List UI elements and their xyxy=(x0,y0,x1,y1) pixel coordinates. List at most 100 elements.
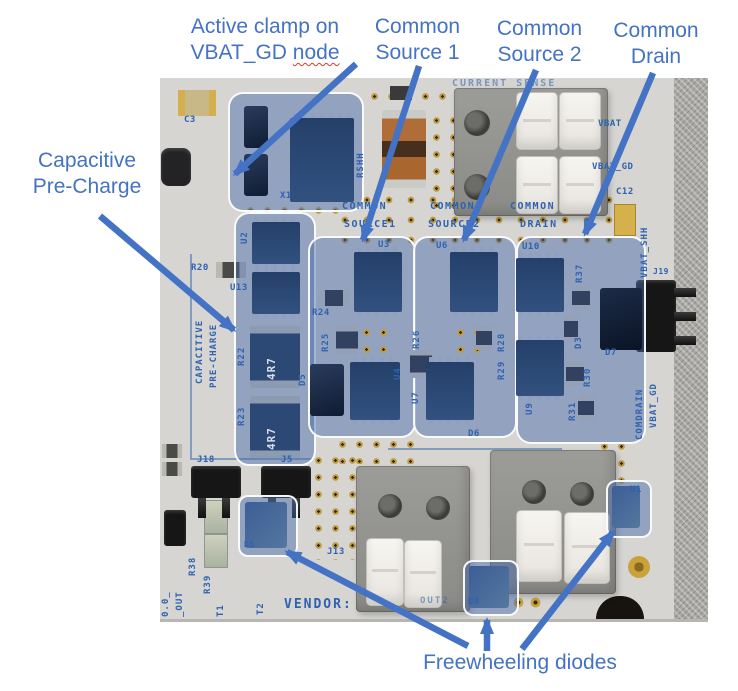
terminal-lever xyxy=(564,512,610,584)
label-capacitive-precharge: Capacitive Pre-Charge xyxy=(4,148,170,200)
silkscreen-j18: J18 xyxy=(197,455,215,465)
silkscreen-r22: R22 xyxy=(237,346,247,366)
silkscreen-0-0: 0.0_ xyxy=(161,591,171,617)
silkscreen-u1: U1 xyxy=(630,485,642,495)
label-active-clamp-node: node xyxy=(292,41,340,64)
silkscreen-u2: U2 xyxy=(240,231,250,244)
small-component xyxy=(162,444,182,458)
terminal-screw xyxy=(464,110,490,136)
silkscreen-d8: D8 xyxy=(468,597,480,607)
label-cs2-line2: Source 2 xyxy=(497,43,582,66)
terminal-lever xyxy=(516,510,562,582)
silkscreen-line xyxy=(388,448,562,450)
silkscreen-t2: T2 xyxy=(256,602,266,615)
silkscreen-c12: C12 xyxy=(616,187,634,197)
silkscreen-out2: OUT2 xyxy=(420,596,450,606)
silkscreen-common-3: COMMON xyxy=(510,201,556,212)
silkscreen-vendor: VENDOR: xyxy=(284,597,353,612)
label-cs1-line2: Source 1 xyxy=(375,41,460,64)
terminal-lever xyxy=(516,92,558,150)
sot-component xyxy=(164,510,186,546)
label-precharge-line2: Pre-Charge xyxy=(32,175,142,198)
ic-u6 xyxy=(450,247,498,317)
resistor-r28-r29 xyxy=(476,326,492,350)
capacitor-left-edge xyxy=(161,148,191,186)
silkscreen-r30: R30 xyxy=(583,367,593,387)
pin-header-j5 xyxy=(261,466,311,498)
silkscreen-r28: R28 xyxy=(497,332,507,352)
label-freewheeling-text: Freewheeling diodes xyxy=(423,651,617,674)
diode xyxy=(244,154,268,196)
silkscreen-u9: U9 xyxy=(525,402,535,415)
diode-d5-cs1 xyxy=(310,364,344,416)
resistor-r24 xyxy=(318,290,350,306)
label-active-clamp-line1: Active clamp on xyxy=(190,15,340,38)
ic-u7 xyxy=(426,357,474,425)
silkscreen-r29: R29 xyxy=(497,360,507,380)
silkscreen-rshh: RSHH xyxy=(356,152,366,178)
silkscreen-drain: DRAIN xyxy=(520,219,558,230)
silkscreen-d6: D6 xyxy=(468,429,480,439)
label-common-drain: Common Drain xyxy=(600,18,712,70)
terminal-screw xyxy=(464,174,490,200)
small-component xyxy=(162,462,182,476)
silkscreen-u4: U4 xyxy=(393,367,403,380)
silkscreen-vbat-shh: VBAT_SHH xyxy=(640,226,650,278)
terminal-screw xyxy=(426,496,450,520)
diode-d3 xyxy=(564,316,578,342)
silkscreen-source2: SOURCE2 xyxy=(428,219,481,230)
silkscreen-c3: C3 xyxy=(184,115,196,125)
via-grid xyxy=(358,324,392,358)
silkscreen-r20: R20 xyxy=(191,263,209,273)
silkscreen-r23: R23 xyxy=(237,406,247,426)
silkscreen-r31: R31 xyxy=(568,401,578,421)
ic-u9 xyxy=(516,335,564,401)
freewheeling-diode-left xyxy=(245,502,287,548)
silkscreen-common-1: COMMON xyxy=(342,201,388,212)
silkscreen-outline xyxy=(190,254,312,460)
resistor-value-r23: 4R7 xyxy=(265,427,278,450)
resistor-value-r22: 4R7 xyxy=(265,357,278,380)
resistor-r22 xyxy=(250,326,300,388)
silkscreen-d5-diode: D5 xyxy=(244,540,255,549)
silkscreen-j5: J5 xyxy=(281,455,293,465)
silkscreen-u3: U3 xyxy=(378,240,390,250)
header-leg xyxy=(198,498,206,518)
gold-pad-round xyxy=(628,556,650,578)
resistor-r23 xyxy=(250,396,300,458)
label-active-clamp-line2: VBAT_GD xyxy=(190,41,293,64)
capacitor-c3 xyxy=(178,90,216,116)
freewheeling-diode-right xyxy=(612,486,640,528)
silkscreen-d3: D3 xyxy=(574,336,584,349)
silkscreen-t1: T1 xyxy=(216,604,226,617)
header-pin xyxy=(674,336,696,345)
via-grid xyxy=(334,436,422,464)
resistor-r30 xyxy=(566,362,584,386)
resistor-r25 xyxy=(336,326,358,354)
silkscreen-vbat-gd-2: VBAT_GD xyxy=(649,383,659,428)
label-freewheeling-diodes: Freewheeling diodes xyxy=(390,650,650,676)
pin-header-j18 xyxy=(191,466,241,498)
ic-u13 xyxy=(252,267,300,319)
silkscreen-pre-charge: PRE-CHARGE xyxy=(209,323,219,388)
terminal-screw xyxy=(378,494,402,518)
silkscreen-source1: SOURCE1 xyxy=(344,219,397,230)
silkscreen-u7: U7 xyxy=(411,391,421,404)
label-cd-line2: Drain xyxy=(630,45,682,68)
resistor-r37 xyxy=(572,286,590,310)
silkscreen-x1: X1 xyxy=(280,191,292,201)
silkscreen-u13: U13 xyxy=(230,283,248,293)
silkscreen-out: _OUT xyxy=(175,591,185,617)
silkscreen-d5: D5 xyxy=(298,373,308,386)
silkscreen-r39: R39 xyxy=(203,574,213,594)
ic-u3 xyxy=(354,247,402,317)
silkscreen-vbat-gd: VBAT_GD xyxy=(592,162,634,172)
label-active-clamp: Active clamp on VBAT_GD node xyxy=(140,14,390,66)
silkscreen-r24: R24 xyxy=(312,308,330,318)
ic-u10 xyxy=(516,253,564,317)
terminal-lever xyxy=(366,538,404,606)
terminal-lever xyxy=(559,92,601,150)
small-component xyxy=(390,86,412,100)
silkscreen-r25: R25 xyxy=(321,332,331,352)
